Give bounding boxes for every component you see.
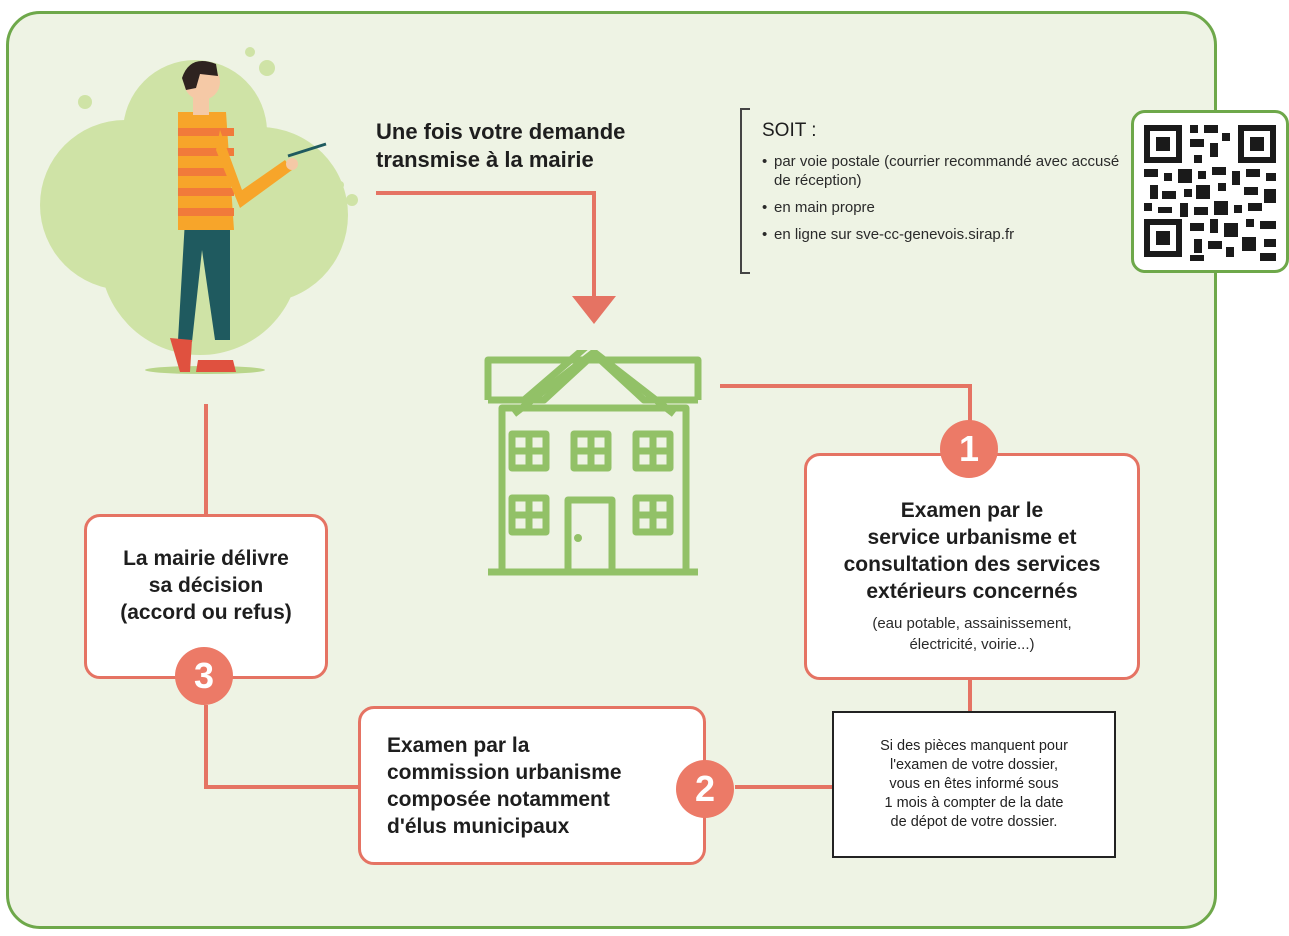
channels-title: SOIT : (762, 120, 817, 141)
connector-townhall-to-step1 (720, 384, 972, 430)
channel-item-in-person: en main propre (762, 198, 1134, 217)
channels-list: par voie postale (courrier recommandé av… (762, 152, 1134, 252)
step-2-title: Examen par la commission urbanisme compo… (387, 733, 622, 838)
step-2-card: Examen par la commission urbanisme compo… (358, 706, 706, 865)
connector-heading-to-townhall (376, 191, 596, 305)
arrow-down-icon (572, 296, 616, 324)
bracket-decoration (740, 108, 750, 274)
missing-documents-note: Si des pièces manquent pour l'examen de … (832, 711, 1116, 858)
person-illustration (40, 47, 358, 374)
step-1-card: Examen par le service urbanisme et consu… (804, 453, 1140, 680)
intro-heading: Une fois votre demande transmise à la ma… (376, 119, 626, 172)
step-3-badge: 3 (175, 647, 233, 705)
channel-item-postal: par voie postale (courrier recommandé av… (762, 152, 1134, 190)
step-1-badge: 1 (940, 420, 998, 478)
step-1-title: Examen par le service urbanisme et consu… (843, 498, 1101, 603)
qr-code (1144, 125, 1276, 261)
step-3-title: La mairie délivre sa décision (accord ou… (120, 547, 292, 624)
step-1-detail: (eau potable, assainissement, électricit… (872, 614, 1072, 653)
channel-item-online: en ligne sur sve-cc-genevois.sirap.fr (762, 225, 1134, 244)
town-hall-icon (484, 350, 702, 576)
connector-step2-to-step3 (204, 705, 360, 789)
step-2-badge: 2 (676, 760, 734, 818)
qr-code-card[interactable] (1131, 110, 1289, 273)
